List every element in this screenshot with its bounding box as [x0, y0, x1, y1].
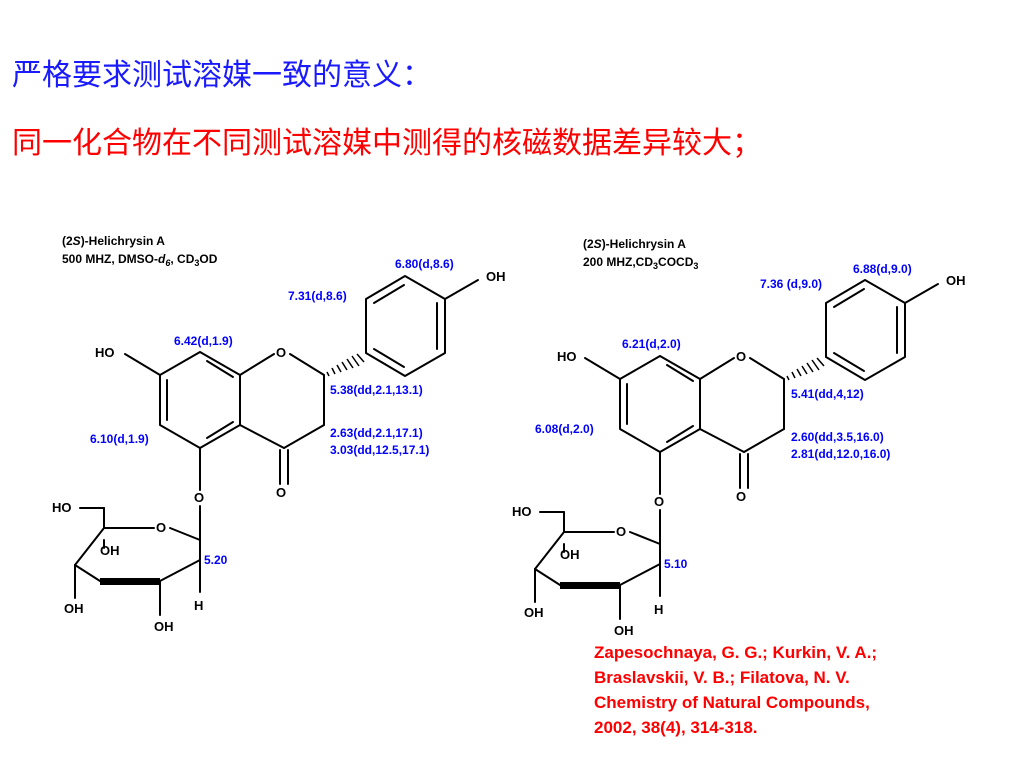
right-nmr-h2: 5.41(dd,4,12) [791, 387, 864, 401]
left-nmr-b-top: 6.80(d,8.6) [395, 257, 454, 271]
literature-reference: Zapesochnaya, G. G.; Kurkin, V. A.; Bras… [594, 640, 1014, 740]
reference-line-4: 2002, 38(4), 314-318. [594, 718, 758, 737]
left-nmr-b-side: 7.31(d,8.6) [288, 289, 347, 303]
right-header-name: (2S)-Helichrysin A [583, 237, 686, 251]
left-ring-oxygen: O [276, 345, 286, 360]
right-ho-sugar: HO [512, 504, 532, 519]
right-nmr-h8: 6.21(d,2.0) [622, 337, 681, 351]
left-sugar-ring-oxygen: O [156, 520, 166, 535]
right-oh-b: OH [946, 273, 966, 288]
left-carbonyl-oxygen: O [276, 485, 286, 500]
right-nmr-h3b: 2.81(dd,12.0,16.0) [791, 447, 890, 461]
heading-line-1: 严格要求测试溶媒一致的意义： [12, 58, 432, 93]
right-oh-sugar-c3: OH [524, 605, 544, 620]
reference-line-1: Zapesochnaya, G. G.; Kurkin, V. A.; [594, 643, 878, 662]
reference-line-2: Braslavskii, V. B.; Filatova, N. V. [594, 668, 850, 687]
left-nmr-h3b: 3.03(dd,12.5,17.1) [330, 443, 429, 457]
right-nmr-h6: 6.08(d,2.0) [535, 422, 594, 436]
right-oh-sugar-c2: OH [560, 547, 580, 562]
reference-line-3: Chemistry of Natural Compounds, [594, 693, 870, 712]
right-glycosidic-oxygen: O [654, 494, 664, 509]
left-oh-sugar-c4: OH [154, 619, 174, 634]
right-anomeric-h: H [654, 602, 663, 617]
left-nmr-anomeric: 5.20 [204, 553, 228, 567]
left-anomeric-h: H [194, 598, 203, 613]
heading-line-2: 同一化合物在不同测试溶媒中测得的核磁数据差异较大； [12, 126, 762, 161]
left-structure: O O HO OH O O HO OH OH OH H (2S)-Helichr… [52, 234, 506, 634]
left-oh-sugar-c2: OH [100, 543, 120, 558]
left-ho-a: HO [95, 345, 115, 360]
right-sugar-ring-oxygen: O [616, 524, 626, 539]
right-ring-oxygen: O [736, 349, 746, 364]
left-oh-sugar-c3: OH [64, 601, 84, 616]
left-nmr-h3a: 2.63(dd,2.1,17.1) [330, 426, 423, 440]
left-ho-sugar: HO [52, 500, 72, 515]
right-oh-sugar-c4: OH [614, 623, 634, 638]
left-header-name: (2S)-Helichrysin A [62, 234, 165, 248]
right-nmr-h3a: 2.60(dd,3.5,16.0) [791, 430, 884, 444]
left-nmr-h6: 6.10(d,1.9) [90, 432, 149, 446]
left-nmr-h2: 5.38(dd,2.1,13.1) [330, 383, 423, 397]
left-nmr-h8: 6.42(d,1.9) [174, 334, 233, 348]
left-header-conditions: 500 MHZ, DMSO-d6, CD3OD [62, 252, 218, 268]
right-nmr-b-side: 7.36 (d,9.0) [760, 277, 822, 291]
right-nmr-anomeric: 5.10 [664, 557, 688, 571]
right-header-conditions: 200 MHZ,CD3COCD3 [583, 255, 698, 271]
right-carbonyl-oxygen: O [736, 489, 746, 504]
right-structure: O O HO OH O O HO OH OH OH H (2S)-Helichr… [512, 237, 966, 638]
right-ho-a: HO [557, 349, 577, 364]
left-oh-b: OH [486, 269, 506, 284]
left-glycosidic-oxygen: O [194, 490, 204, 505]
right-nmr-b-top: 6.88(d,9.0) [853, 262, 912, 276]
